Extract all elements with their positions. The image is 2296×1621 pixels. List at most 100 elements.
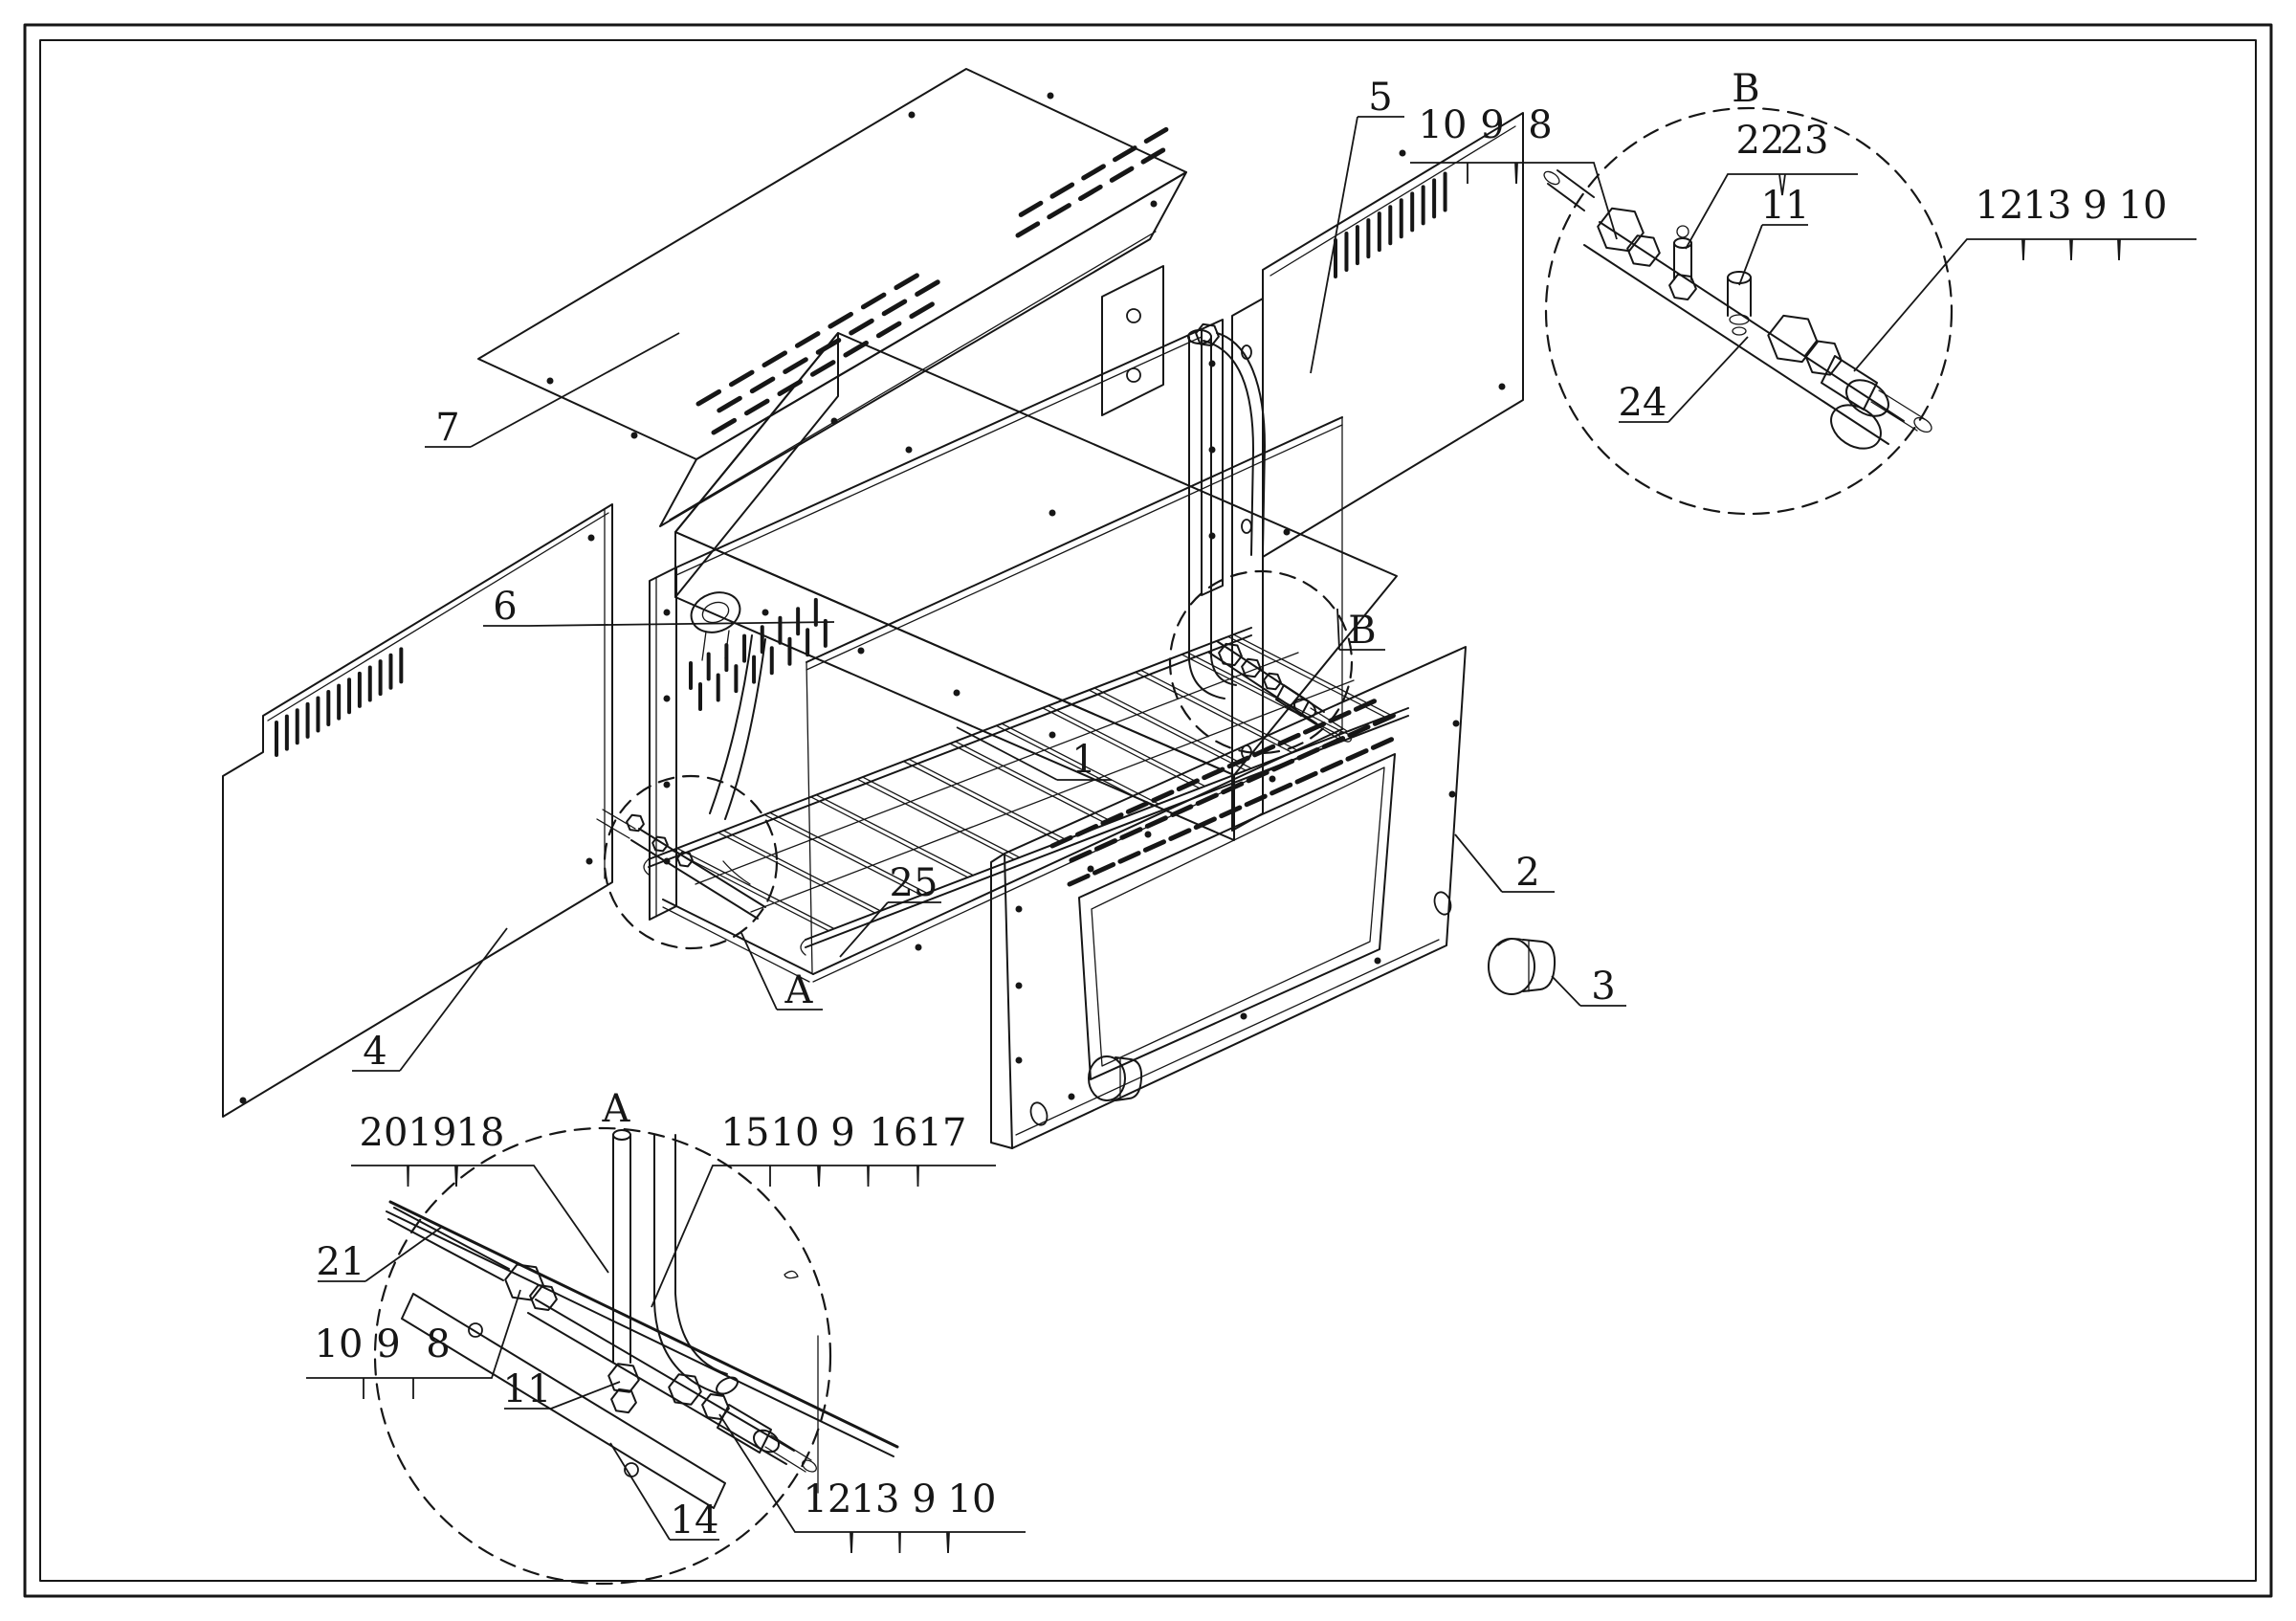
vent-slot (1047, 203, 1071, 220)
screw-dot (546, 377, 554, 385)
part-label-A-13: A (740, 932, 823, 1012)
part-number: 12 (804, 1477, 852, 1521)
part-number: 15 (721, 1111, 770, 1155)
front-frame-vents (1049, 699, 1396, 887)
screw-dot (830, 417, 838, 425)
part-number: 23 (1780, 119, 1829, 163)
screw-dot (1150, 200, 1158, 208)
part-number: 14 (671, 1499, 719, 1543)
vent-slot (1018, 200, 1044, 217)
hex-nut (529, 1284, 558, 1311)
part-number: 5 (1368, 76, 1392, 120)
part-label-24-9: 24 (1619, 336, 1749, 425)
burner-tube-end (690, 591, 741, 633)
screw-dot (1049, 731, 1056, 739)
vent-slot (1074, 824, 1099, 837)
serrated-underline-leader (651, 1165, 996, 1308)
vent-slot (1294, 770, 1318, 785)
screw-dot (663, 857, 671, 865)
part-number: 19 (408, 1111, 457, 1155)
screw-dot (915, 944, 922, 951)
panel-mark (784, 1270, 799, 1279)
leader-line (1738, 224, 1763, 286)
vent-slot (1370, 737, 1395, 750)
part-label-4-3: 4 (352, 927, 508, 1074)
part-label-B-14: B (1336, 608, 1385, 653)
supply-pipe-part21 (393, 1207, 510, 1270)
vent-slot (828, 311, 853, 329)
screw-dot (585, 857, 593, 865)
vent-slot (843, 340, 869, 358)
gas-inlet-tube (1203, 332, 1266, 556)
leader-line (1336, 608, 1340, 651)
vent-slot (1219, 805, 1243, 819)
vent-slot (1069, 849, 1093, 863)
straight-pipe-part18 (612, 1129, 631, 1364)
view-letter-B: B (1732, 67, 1759, 111)
grate-slat (949, 743, 1108, 825)
flange-hole (1241, 744, 1252, 760)
vent-slot (1372, 713, 1396, 726)
riser-pipe (1187, 329, 1237, 699)
grate-slat (1093, 687, 1252, 769)
leader-line (399, 927, 508, 1072)
serrated-underline-leader (306, 1289, 521, 1399)
screw-dot (953, 689, 960, 697)
vent-slot (1081, 164, 1106, 181)
grate-slat (954, 741, 1114, 823)
part-label-25-7: 25 (839, 861, 941, 958)
vent-slot (1296, 746, 1320, 761)
vent-slot (849, 318, 874, 336)
serrated-underline-leader (351, 1165, 609, 1274)
burner-down-pipe (709, 634, 753, 814)
part-number: 16 (870, 1111, 918, 1155)
screw-dot (1015, 905, 1023, 913)
leader-line (1310, 116, 1358, 374)
part-number: 9 (830, 1111, 854, 1155)
part-label-3-6: 3 (1551, 965, 1626, 1009)
vent-slot (1347, 724, 1371, 738)
screw-dot (587, 534, 595, 542)
vent-slot (711, 417, 738, 435)
hex-nut (504, 1263, 544, 1301)
vent-slot (794, 331, 821, 348)
part-label-2-5: 2 (1454, 833, 1555, 895)
coupling-part12-13-top (1821, 355, 1932, 450)
vent-slot (875, 321, 902, 339)
grate-slat (856, 778, 1015, 860)
vent-slot (1319, 759, 1344, 773)
top-cover-vents-left (695, 273, 940, 435)
screw-dot (1144, 831, 1152, 838)
screw-dot (630, 432, 638, 439)
coupling-part12-13 (717, 1404, 817, 1473)
screw-dot (1240, 1012, 1247, 1020)
part-number: 11 (1761, 184, 1810, 228)
vent-slot (717, 395, 742, 413)
part-label-5-2: 5 (1310, 76, 1404, 374)
vent-slot (809, 360, 836, 377)
bracket-hole (1126, 367, 1141, 383)
part-number: A (784, 968, 814, 1012)
vent-slot (1252, 744, 1276, 758)
vent-slot (1170, 804, 1194, 818)
left-panel-vents (275, 647, 404, 757)
part-number: 18 (456, 1111, 505, 1155)
screw-dot (1283, 528, 1291, 536)
screw-dot (1015, 1056, 1023, 1064)
generated-detail-layer (239, 92, 1954, 1586)
screw-dot (1399, 149, 1406, 157)
leader-line (528, 621, 835, 627)
detail-circle-A (373, 1126, 832, 1586)
grate-slat (718, 832, 876, 914)
vent-slot (860, 292, 887, 310)
part-number: 10 (2119, 184, 2168, 228)
vent-slot (1176, 778, 1200, 792)
grate-slat (1047, 704, 1206, 788)
part-number: 9 (2083, 184, 2107, 228)
part-number: 13 (851, 1477, 900, 1521)
vent-slot (1049, 182, 1075, 199)
grate-slat (1001, 722, 1159, 805)
